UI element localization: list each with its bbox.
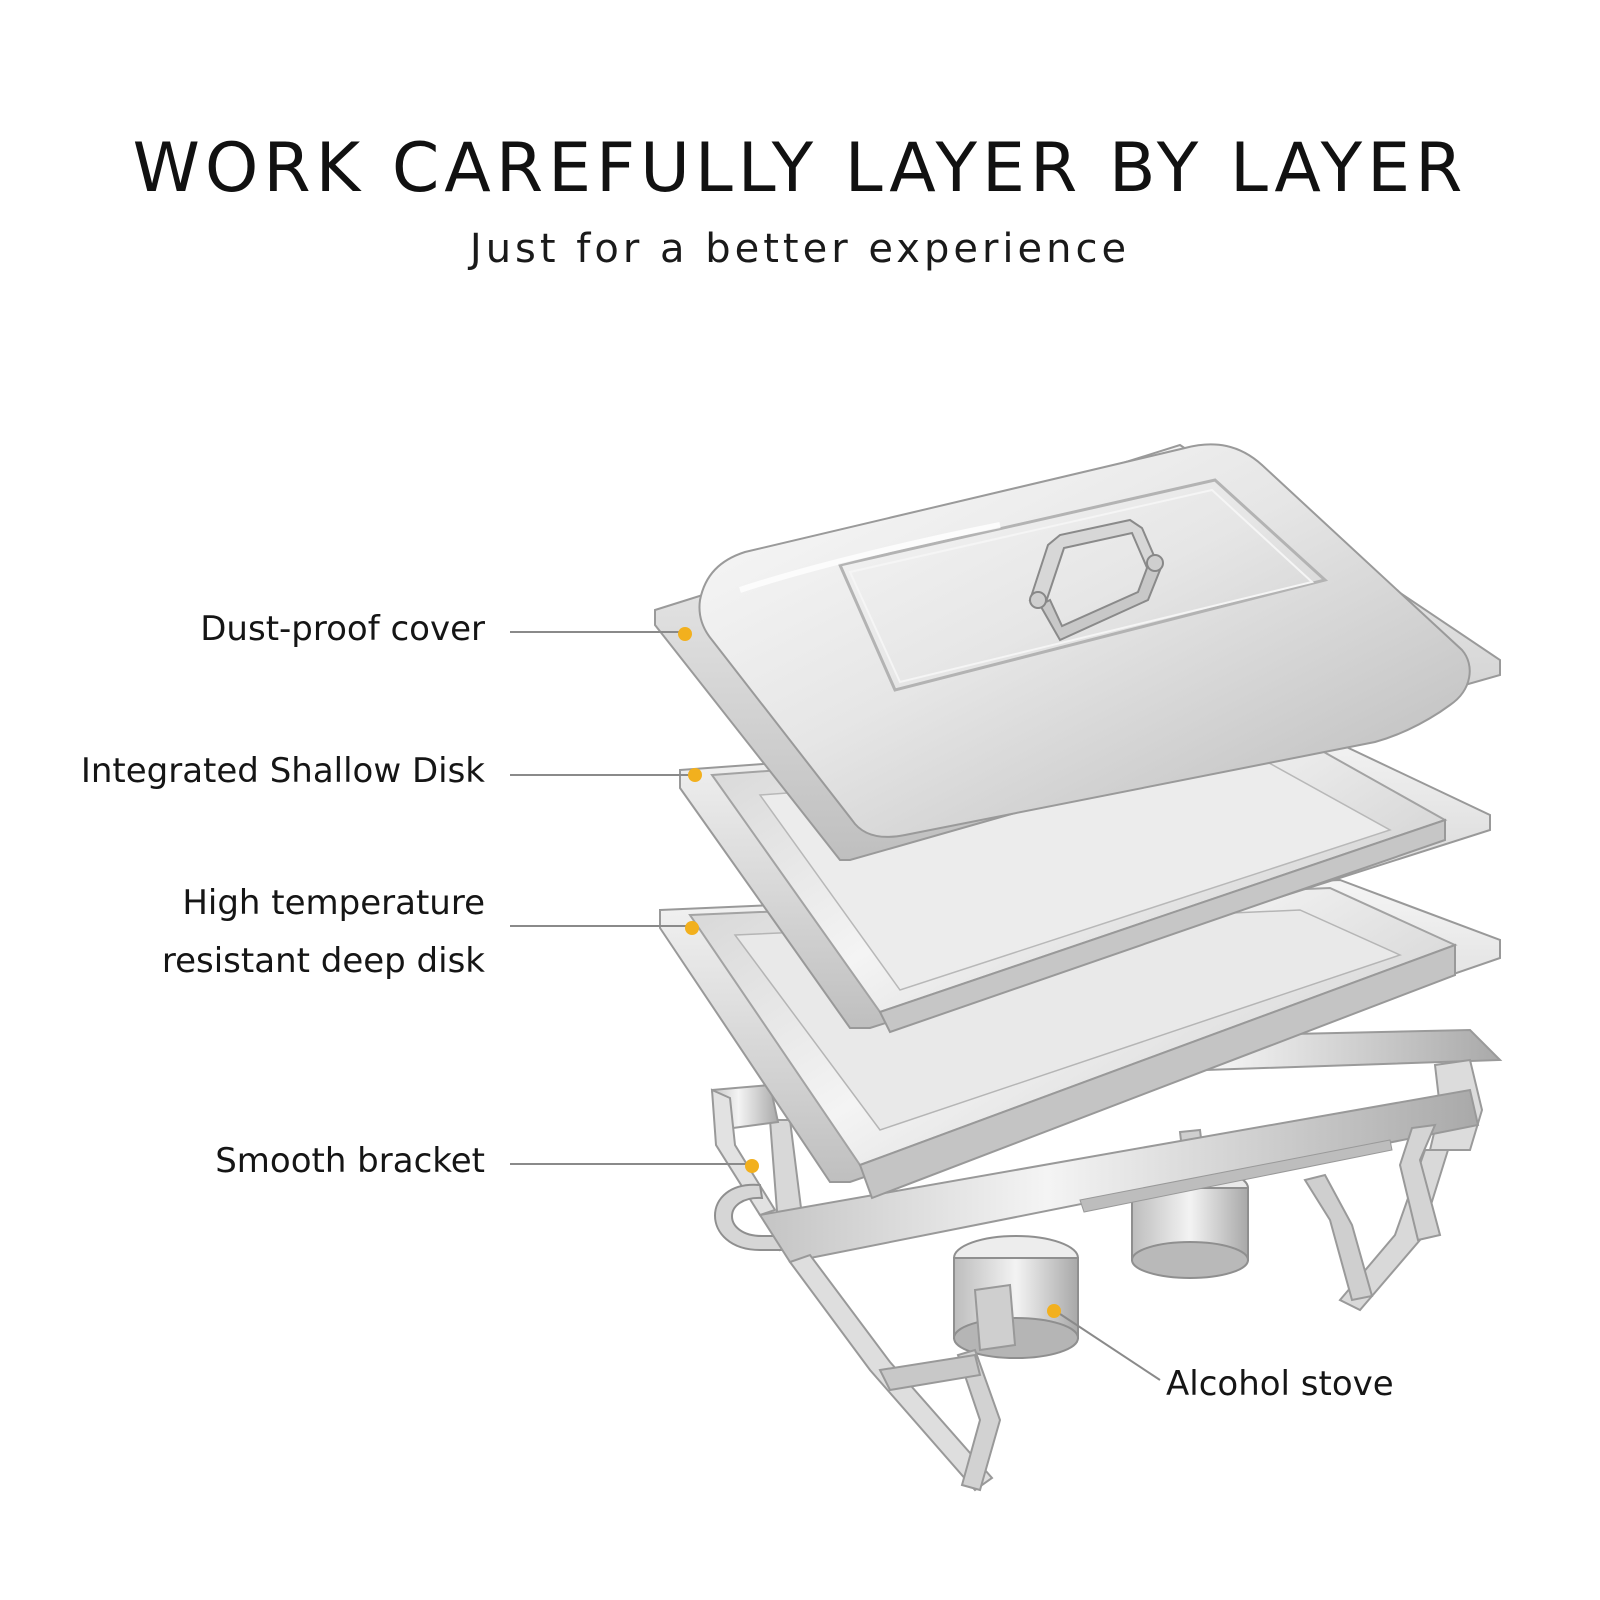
dot-deep xyxy=(685,921,699,935)
label-deep-disk-line1: High temperature xyxy=(182,883,485,923)
label-integrated-shallow-disk: Integrated Shallow Disk xyxy=(80,751,485,791)
leader-stove xyxy=(1053,1309,1161,1381)
label-smooth-bracket: Smooth bracket xyxy=(215,1141,485,1181)
dust-proof-cover xyxy=(654,443,1501,861)
dot-shallow xyxy=(688,768,702,782)
headline-text: WORK CAREFULLY LAYER BY LAYER xyxy=(132,129,1468,208)
dot-stove xyxy=(1047,1304,1061,1318)
label-deep-disk-line2: resistant deep disk xyxy=(161,941,485,981)
leader-lines xyxy=(510,631,1161,1381)
subheadline: Just for a better experience xyxy=(469,226,1131,272)
header: WORK CAREFULLY LAYER BY LAYER xyxy=(0,128,1600,210)
dot-cover xyxy=(678,627,692,641)
bracket-front xyxy=(710,1083,1480,1492)
label-alcohol-stove: Alcohol stove xyxy=(1166,1364,1394,1404)
label-dust-proof-cover: Dust-proof cover xyxy=(200,609,485,649)
headline: WORK CAREFULLY LAYER BY LAYER xyxy=(127,128,1474,210)
dot-bracket xyxy=(745,1159,759,1173)
label-deep-disk: High temperature resistant deep disk xyxy=(162,880,485,984)
callout-dots xyxy=(678,627,1061,1318)
